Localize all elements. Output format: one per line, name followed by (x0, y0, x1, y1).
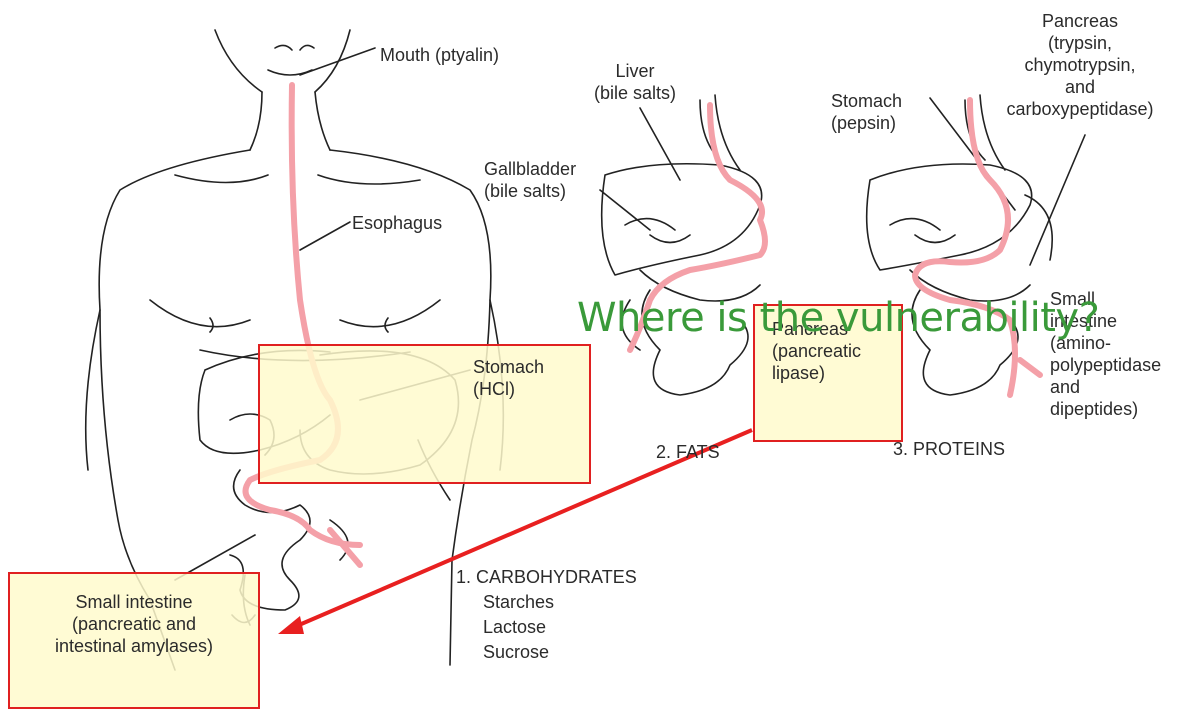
label-small-intestine-carb: Small intestine (pancreatic and intestin… (18, 591, 250, 657)
label-carbohydrates: 1. CARBOHYDRATES Starches Lactose Sucros… (456, 565, 637, 665)
label-esophagus: Esophagus (352, 212, 442, 234)
label-pancreas-enzymes: Pancreas (trypsin, chymotrypsin, and car… (975, 10, 1185, 120)
label-stomach-hcl: Stomach (HCl) (473, 356, 544, 400)
question-text: Where is the vulnerability? (577, 296, 1099, 340)
label-stomach-pepsin: Stomach (pepsin) (831, 90, 902, 134)
head-outline (215, 30, 350, 92)
label-liver: Liver (bile salts) (575, 60, 695, 104)
label-proteins: 3. PROTEINS (893, 438, 1005, 460)
label-fats: 2. FATS (656, 441, 720, 463)
label-gallbladder: Gallbladder (bile salts) (484, 158, 576, 202)
label-mouth: Mouth (ptyalin) (380, 44, 499, 66)
